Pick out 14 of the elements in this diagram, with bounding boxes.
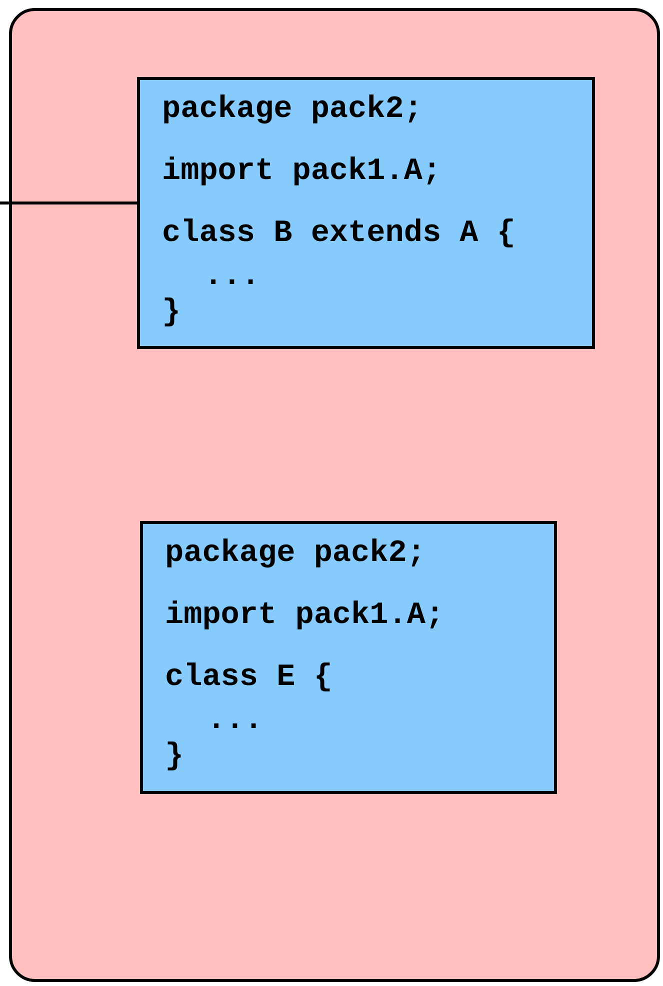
code-line: }: [162, 296, 181, 330]
code-line: ...: [207, 704, 263, 738]
connector-line: [0, 202, 137, 204]
code-line: package pack2;: [162, 93, 422, 127]
code-line: ...: [204, 260, 260, 294]
code-line: }: [165, 740, 184, 774]
code-line: class E {: [165, 661, 332, 695]
code-line: class B extends A {: [162, 217, 516, 251]
package-container: [9, 8, 660, 982]
code-box: [140, 521, 557, 794]
code-box: [137, 77, 595, 349]
code-line: package pack2;: [165, 537, 426, 571]
code-line: import pack1.A;: [165, 599, 444, 633]
code-line: import pack1.A;: [162, 155, 442, 189]
